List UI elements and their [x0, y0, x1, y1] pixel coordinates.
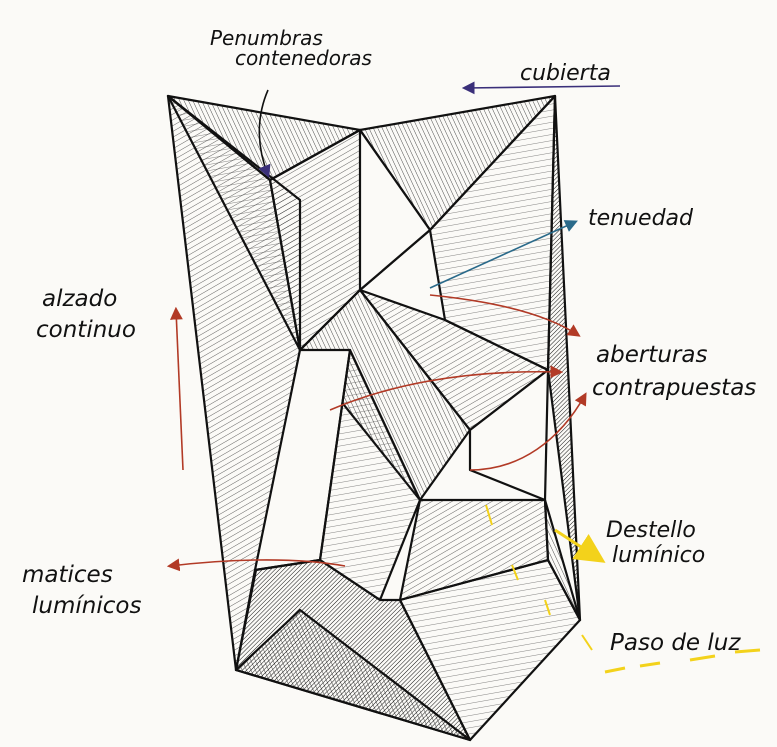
light-ray-4: [582, 635, 592, 650]
label-alzado-1: alzado: [42, 286, 117, 312]
label-paso-luz: Paso de luz: [610, 630, 741, 656]
label-aberturas-1: aberturas: [596, 342, 707, 368]
arrow-alzado: [176, 310, 183, 470]
label-tenuedad: tenuedad: [588, 206, 694, 231]
label-matices-2: lumínicos: [32, 593, 141, 619]
label-aberturas-2: contrapuestas: [592, 375, 756, 401]
label-penumbras-2: contenedoras: [235, 46, 372, 70]
crystal-body: [168, 96, 580, 740]
label-alzado-2: continuo: [36, 317, 136, 343]
label-matices-1: matices: [22, 562, 113, 588]
label-destello-1: Destello: [606, 518, 696, 543]
arrow-cubierta: [465, 86, 620, 88]
label-cubierta: cubierta: [520, 61, 611, 86]
label-destello-2: lumínico: [612, 543, 705, 568]
